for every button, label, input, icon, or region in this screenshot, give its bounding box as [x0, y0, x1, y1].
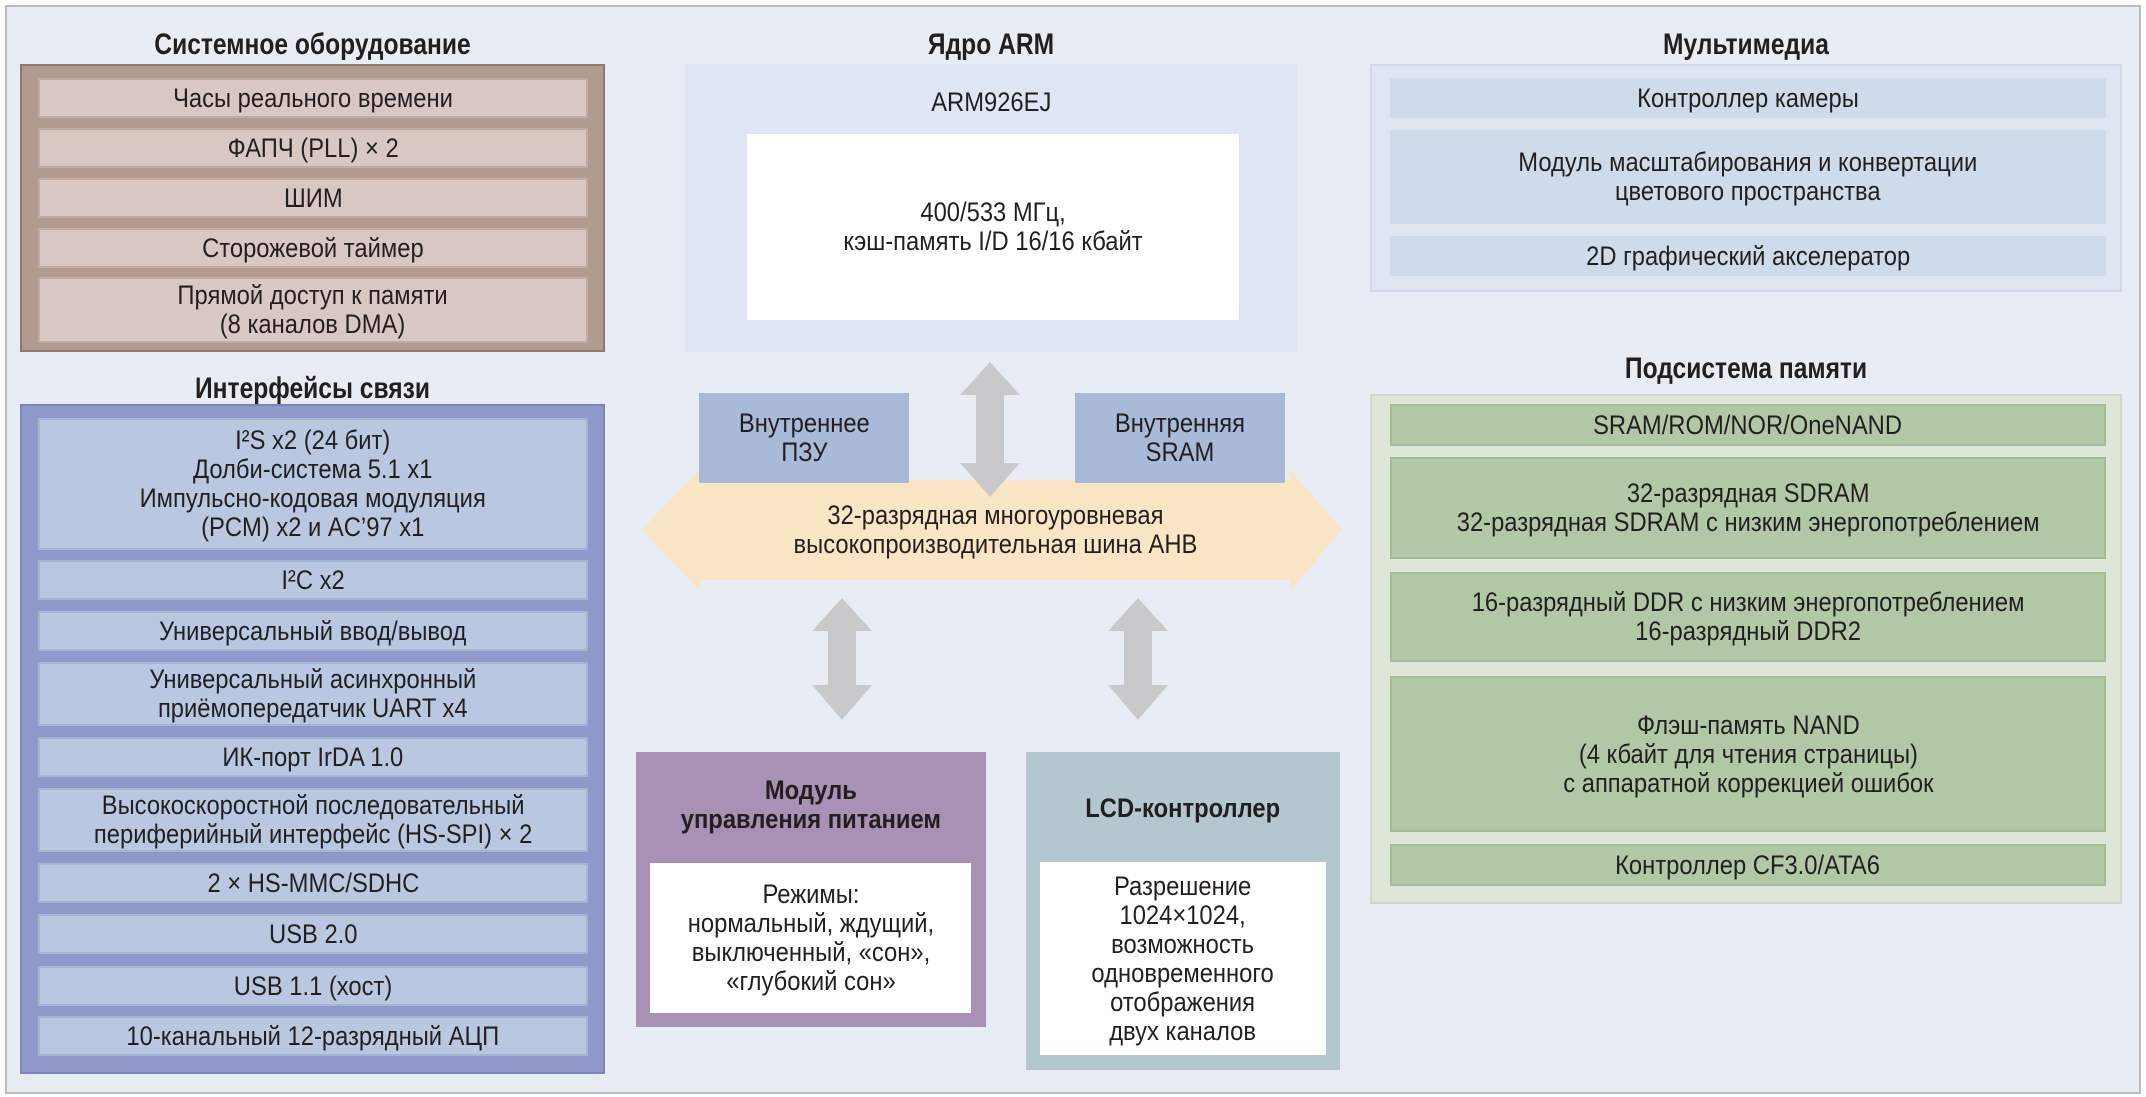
bus-lcd-double-arrow	[1108, 598, 1168, 720]
nand-flash-block: Флэш-память NAND (4 кбайт для чтения стр…	[1390, 676, 2106, 832]
power-title: Модуль управления питанием	[680, 775, 942, 834]
internal-rom-block: Внутреннее ПЗУ	[699, 393, 909, 483]
bus-power-double-arrow	[812, 598, 872, 720]
ahb-bus-arrow	[642, 469, 1342, 591]
arm-title: Ядро ARM	[927, 28, 1055, 61]
lcd-desc: Разрешение 1024×1024, возможность одновр…	[1040, 862, 1326, 1055]
ddr-block: 16-разрядный DDR с низким энергопотребле…	[1390, 572, 2106, 662]
internal-sram-block: Внутренняя SRAM	[1075, 393, 1285, 483]
gpio-block: Универсальный ввод/вывод	[38, 611, 588, 651]
comm-title: Интерфейсы связи	[194, 372, 431, 405]
sdram-block: 32-разрядная SDRAM 32-разрядная SDRAM с …	[1390, 457, 2106, 559]
power-modes: Режимы: нормальный, ждущий, выключенный,…	[650, 863, 971, 1013]
i2c-block: I²C x2	[38, 560, 588, 600]
scaler-csc-block: Модуль масштабирования и конвертации цве…	[1390, 130, 2106, 224]
audio-block: I²S x2 (24 бит) Долби-система 5.1 x1 Имп…	[38, 418, 588, 550]
cf-ata-controller-block: Контроллер CF3.0/ATA6	[1390, 844, 2106, 886]
uart-block: Универсальный асинхронный приёмопередатч…	[38, 662, 588, 726]
dma-block: Прямой доступ к памяти (8 каналов DMA)	[38, 277, 588, 343]
hs-mmc-block: 2 × HS-MMC/SDHC	[38, 863, 588, 903]
arm-core-name: ARM926EJ	[930, 86, 1052, 117]
rtc-block: Часы реального времени	[38, 78, 588, 118]
memory-title: Подсистема памяти	[1624, 352, 1868, 385]
watchdog-block: Сторожевой таймер	[38, 228, 588, 268]
pll-block: ФАПЧ (PLL) × 2	[38, 128, 588, 168]
arm-core-spec: 400/533 МГц, кэш-память I/D 16/16 кбайт	[747, 134, 1239, 320]
arm-bus-double-arrow	[960, 362, 1020, 497]
sram-rom-nor-block: SRAM/ROM/NOR/OneNAND	[1390, 404, 2106, 446]
camera-controller-block: Контроллер камеры	[1390, 78, 2106, 118]
lcd-title: LCD-контроллер	[1085, 792, 1281, 823]
usb11-block: USB 1.1 (хост)	[38, 966, 588, 1006]
irda-block: ИК-порт IrDA 1.0	[38, 737, 588, 777]
usb2-block: USB 2.0	[38, 914, 588, 954]
2d-accelerator-block: 2D графический акселератор	[1390, 236, 2106, 276]
adc-block: 10-канальный 12-разрядный АЦП	[38, 1016, 588, 1056]
hs-spi-block: Высокоскоростной последовательный перифе…	[38, 788, 588, 852]
multimedia-title: Мультимедиа	[1663, 28, 1829, 61]
ahb-bus-label: 32-разрядная многоуровневая высокопроизв…	[793, 500, 1197, 559]
pwm-block: ШИМ	[38, 178, 588, 218]
system-hw-title: Системное оборудование	[154, 28, 471, 61]
